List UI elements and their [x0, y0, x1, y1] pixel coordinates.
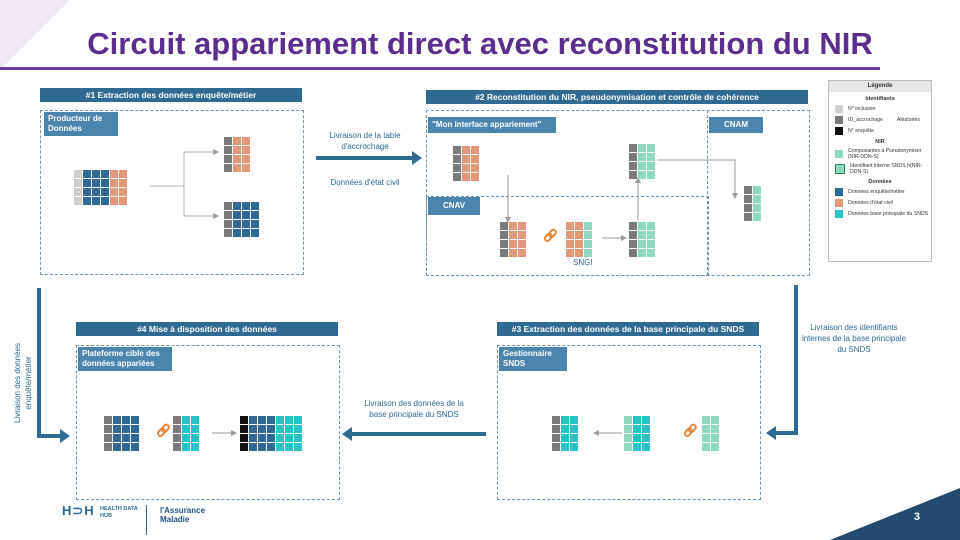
decorative-corner — [0, 0, 70, 70]
table-s3-mid — [624, 416, 650, 451]
legend-n-inclusion: N° inclusion — [848, 106, 876, 112]
assurance-maladie-logo: l'Assurance Maladie — [160, 506, 206, 524]
table-s4-mid — [173, 416, 199, 451]
flow-arrow-4 — [37, 288, 70, 443]
s2-connectors — [505, 159, 738, 241]
plateforme-label: Plateforme cible des données appariées — [78, 347, 172, 371]
legend-composantes: Composantes à Pseudonymiser (NIR-DDN-S) — [848, 148, 922, 160]
table-s3-right — [702, 416, 719, 451]
section-1-header: #1 Extraction des données enquête/métier — [40, 88, 302, 102]
producteur-label: Producteur de Données — [44, 112, 118, 136]
inclusion-swatch — [835, 105, 843, 113]
logo-separator — [146, 505, 147, 535]
enquete-data-swatch — [835, 188, 843, 196]
link-key-icon-2 — [683, 423, 697, 437]
legend-title: Légende — [829, 81, 931, 92]
legend-id-accrochage: ID_accrochage — [848, 117, 883, 123]
flow-arrow-1 — [316, 151, 422, 165]
table-s4-right — [240, 416, 302, 451]
table-accrochage-enquete — [224, 202, 259, 237]
section-2-divider — [707, 110, 708, 275]
link-key-icon-3 — [156, 423, 170, 437]
accrochage-swatch — [835, 116, 843, 124]
section-4-header: #4 Mise à disposition des données — [76, 322, 338, 336]
s1-connectors — [150, 149, 219, 219]
table-s4-left — [104, 416, 139, 451]
flow-arrow-2 — [766, 285, 798, 440]
page-number: 3 — [913, 511, 920, 523]
table-interface — [453, 146, 479, 181]
legend-n-enquete: N° enquête — [848, 128, 875, 134]
table-source — [74, 170, 127, 205]
table-interface-2 — [629, 144, 655, 179]
flow-1b-label: Données d'état civil — [330, 178, 400, 187]
table-cnav-2 — [566, 222, 592, 257]
gestionnaire-label: Gestionnaire SNDS — [499, 347, 567, 371]
enquete-swatch — [835, 127, 843, 135]
nir-swatch — [835, 150, 843, 158]
snds-swatch — [835, 210, 843, 218]
cnav-box — [426, 196, 709, 276]
flow-2-label: Livraison des identifiants internes de l… — [801, 323, 907, 354]
flow-1a-label: Livraison de la table d'accrochage — [329, 131, 401, 151]
table-accrochage-civil — [224, 137, 250, 172]
cnav-label: CNAV — [428, 197, 480, 215]
legend-donnees-snds: Données base principale du SNDS — [848, 211, 929, 217]
legend-donnees-enquete: Données enquête/métier — [848, 189, 905, 195]
flow-3-label: Livraison des données de la base princip… — [364, 399, 464, 419]
hdh-logo-text: HEALTH DATA HUB — [100, 506, 138, 519]
cnam-label: CNAM — [709, 117, 763, 133]
legend-nir-heading: NIR — [875, 139, 885, 145]
lock-icon — [835, 164, 845, 174]
table-cnav-3 — [629, 222, 655, 257]
legend-aleatoires: Aléatoires — [896, 117, 920, 123]
interface-label: "Mon interface appariement" — [428, 117, 556, 133]
legend: Légende Identifiants N° inclusion ID_acc… — [828, 80, 932, 262]
section-3-box — [497, 345, 761, 500]
section-4-box — [76, 345, 340, 500]
legend-donnees-heading: Données — [868, 179, 892, 185]
table-cnav-1 — [500, 222, 526, 257]
legend-identifiant-interne: Identifiant interne SNDS h(NIR-DDN-S) — [850, 163, 923, 175]
section-1-box — [40, 110, 304, 275]
page-title: Circuit appariement direct avec reconsti… — [87, 26, 873, 61]
sngi-label: SNGI — [573, 258, 593, 267]
legend-identifiants-heading: Identifiants — [865, 96, 895, 102]
page-number-shape — [830, 488, 960, 540]
title-underline — [0, 67, 880, 70]
section-2-header: #2 Reconstitution du NIR, pseudonymisati… — [426, 90, 808, 104]
table-cnam — [744, 186, 761, 221]
etat-civil-swatch — [835, 199, 843, 207]
legend-donnees-etat-civil: Données d'état civil — [848, 200, 893, 206]
table-s3-left — [552, 416, 578, 451]
link-key-icon-1 — [543, 228, 557, 242]
hdh-logo: H⊃H — [62, 503, 95, 518]
flow-arrow-3 — [342, 427, 486, 441]
section-3-header: #3 Extraction des données de la base pri… — [497, 322, 759, 336]
